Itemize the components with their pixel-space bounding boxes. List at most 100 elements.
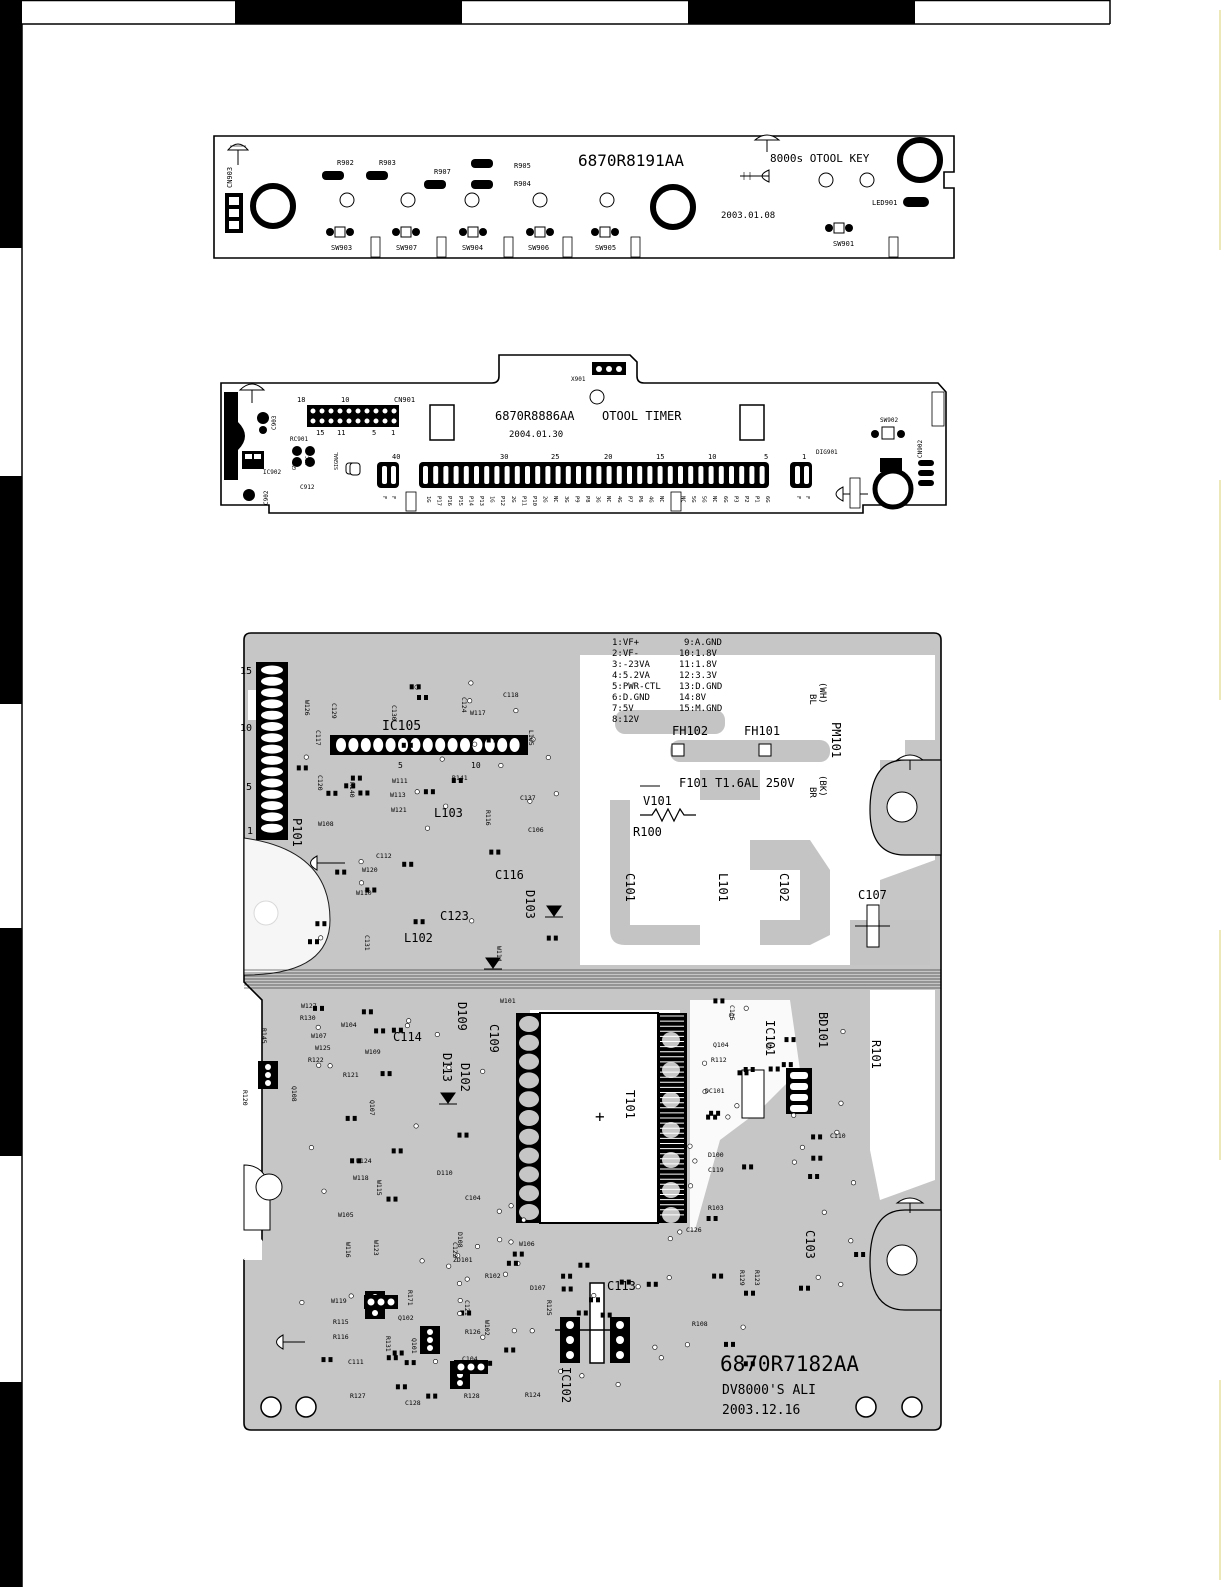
display-pin-name: P7 [626,496,632,503]
power-board-model: DV8000'S ALI [722,1383,816,1398]
resistor-label: R905 [514,162,531,170]
cap-label: C903 [271,415,278,430]
cn903-label: CN903 [226,167,234,188]
l103-label: L103 [434,806,463,820]
component-label: W126 [303,700,311,716]
display-pin-name: P10 [531,496,537,506]
capacitor-pad [243,489,255,501]
display-pin-holes [382,466,809,484]
fuse-holder-label: FH102 [672,724,708,738]
cap-label: C912 [300,484,315,491]
transformer-winding [660,1015,684,1216]
component-label: R126 [465,1328,481,1336]
hatched-pads [370,236,899,258]
power-board-date: 2003.12.16 [722,1403,800,1418]
key-board-outline [213,135,955,259]
fuse-label: F101 T1.6AL 250V [679,776,795,790]
small-component-pads [258,680,866,1399]
display-pin-number: 1 [802,453,806,461]
display-pin-number: 5 [764,453,768,461]
switch-label: SW905 [595,244,616,252]
mounting-hole [650,184,696,230]
component-label: R130 [300,1014,316,1022]
switch-label: SW906 [528,244,549,252]
c123-label: C123 [440,909,469,923]
component-label: W113 [390,791,406,799]
component-label: L105 [527,730,535,746]
component-label: C118 [503,691,519,699]
display-pin-name: P2 [743,496,749,503]
switch-label: SW902 [880,417,898,424]
component-label: W127 [301,1002,317,1010]
display-pin-name: F [804,496,810,499]
component-label: C104 [465,1194,481,1202]
component-label: R112 [711,1056,727,1064]
transformer-t101 [539,1012,659,1224]
pin-legend-item: 8:12V [612,715,640,725]
component-label: C120 [316,775,324,791]
switch-pad [871,426,905,440]
screw-icon [276,1334,305,1350]
component-label: R121 [343,1071,359,1079]
component-label: W107 [311,1032,327,1040]
p101-label: P101 [290,818,304,847]
wire-label: BL [807,694,817,705]
display-pin-name: NC [679,496,685,503]
pm101-label: PM101 [829,722,843,758]
component-label: R140 [348,782,356,798]
c113-label: C113 [607,1279,636,1293]
component-label: Q108 [290,1086,298,1102]
component-label: W108 [318,820,334,828]
component-label: R103 [708,1204,724,1212]
resistor-label: R904 [514,180,531,188]
component-label: R125 [545,1300,553,1316]
connector-number: 1 [247,826,253,837]
display-pin-name: P14 [467,496,473,507]
pin-legend-item: 12:3.3V [679,671,718,681]
resistor-symbol [640,807,696,823]
component-label: C130 [390,705,398,721]
mounting-lugs [243,759,942,1311]
component-label: Q102 [398,1314,414,1322]
display-pin-name: NC [711,496,717,503]
resistor-label: R902 [337,159,354,167]
component-label: W102 [483,1320,491,1336]
timer-board-model: OTOOL TIMER [602,409,682,423]
screw-icon [753,134,781,152]
component-label: C117 [314,730,322,746]
screw-icon [310,855,345,871]
mounting-hole [872,468,914,510]
pin-legend-item: 4:5.2VA [612,671,651,681]
ic105-pin: 5 [398,761,403,770]
display-pin-name: 2G [510,496,516,503]
display-pin-name: P11 [520,496,526,506]
receiver-body [224,392,245,480]
copper-areas [610,710,930,965]
c107-label: C107 [858,888,887,902]
signal-label: SIGNAL [334,452,340,470]
corner-holes [260,1396,923,1418]
c103-label: C103 [803,1230,817,1259]
ic-label: IC902 [263,469,281,476]
led-pad [903,197,929,207]
display-pin-name: 3G [563,496,569,503]
pin-legend-item: 9:A.GND [684,638,722,648]
display-pin-name: F [390,496,396,499]
display-pin-name: P6 [637,496,643,503]
d109-label: D109 [455,1002,469,1031]
led-label: LED901 [872,199,897,207]
display-pin-number: 10 [708,453,716,461]
component-label: R131 [384,1336,392,1352]
d102-label: D102 [458,1063,472,1092]
display-pin-name: P1 [754,496,760,503]
display-pin-number: 20 [604,453,612,461]
component-label: R102 [485,1272,501,1280]
hatched-pad [739,404,765,441]
timer-board: X901 18 10 15 11 5 1 CN901 C903 RC901 IC… [220,354,947,514]
component-label: C137 [520,794,536,802]
component-label: R120 [241,1090,249,1106]
display-dig901-pads [377,462,812,488]
component-label: W123 [372,1240,380,1256]
